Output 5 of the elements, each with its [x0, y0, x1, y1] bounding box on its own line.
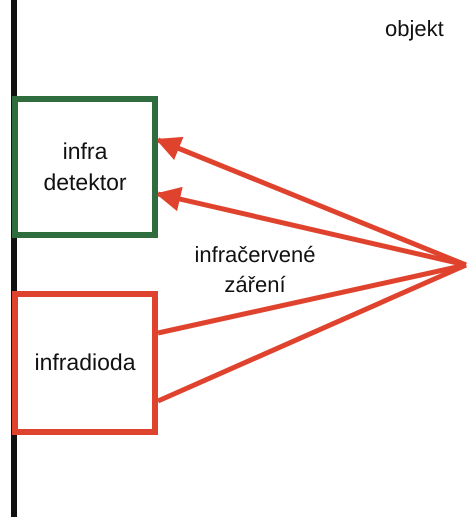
- object-label: objekt: [385, 15, 444, 43]
- radiation-label: infračervené záření: [193, 241, 317, 299]
- diode-box: infradioda: [12, 291, 158, 435]
- detector-box: infra detektor: [12, 96, 158, 238]
- line: [157, 262, 467, 404]
